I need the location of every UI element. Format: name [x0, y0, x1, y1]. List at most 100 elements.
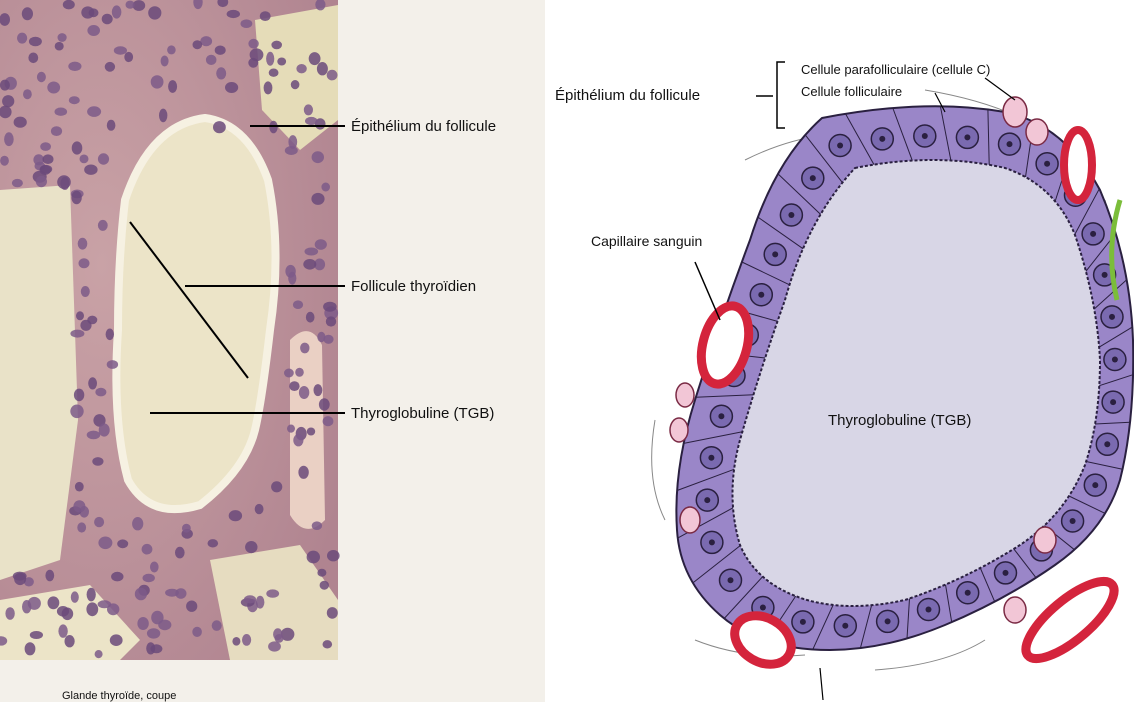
label-schematic-epithelium: Épithélium du follicule	[555, 87, 700, 104]
cell-nucleus	[148, 6, 161, 19]
cell-nucleus	[112, 5, 122, 18]
cell-nucleus	[87, 25, 100, 36]
cell-nucleus	[58, 33, 67, 42]
cell-nucleus	[98, 220, 108, 231]
cell-nucleus	[146, 642, 155, 654]
cell-nucleus	[232, 637, 240, 646]
cell-nucleus	[23, 89, 32, 99]
cell-nucleus	[271, 481, 282, 492]
cell-nucleus	[182, 524, 191, 533]
cell-nucleus	[48, 596, 60, 609]
cell-nucleus	[277, 58, 286, 66]
cell-nucleus	[142, 544, 153, 555]
label-schematic-thyroglobulin: Thyroglobuline (TGB)	[828, 412, 971, 429]
cell-nucleus	[241, 19, 253, 28]
cell-nucleus	[186, 601, 197, 612]
cell-nucleus	[81, 286, 90, 297]
nucleolus	[772, 251, 778, 257]
cell-nucleus	[94, 517, 104, 527]
cell-nucleus	[87, 588, 96, 602]
cell-nucleus	[29, 37, 42, 46]
parafollicular-cell	[1003, 97, 1027, 127]
cell-nucleus	[98, 153, 109, 164]
cell-nucleus	[2, 95, 14, 107]
histology-micrograph: Épithélium du follicule Follicule thyroï…	[0, 0, 545, 702]
cell-nucleus	[295, 368, 304, 377]
nucleolus	[728, 577, 734, 583]
nucleolus	[708, 455, 714, 461]
cell-nucleus	[65, 635, 75, 647]
nucleolus	[800, 619, 806, 625]
parafollicular-cell	[680, 507, 700, 533]
cell-nucleus	[25, 642, 36, 655]
cell-nucleus	[28, 53, 38, 64]
cell-nucleus	[14, 117, 27, 128]
cell-nucleus	[75, 482, 84, 492]
cell-nucleus	[76, 311, 84, 320]
nucleolus	[842, 623, 848, 629]
cell-nucleus	[80, 155, 89, 164]
parafollicular-cell	[1034, 527, 1056, 553]
nucleolus	[1104, 441, 1110, 447]
cell-nucleus	[28, 597, 41, 610]
cell-nucleus	[321, 183, 330, 192]
cell-nucleus	[107, 360, 118, 369]
cell-nucleus	[95, 388, 106, 397]
cell-nucleus	[323, 302, 337, 312]
cell-nucleus	[98, 600, 112, 608]
nucleolus	[1102, 272, 1108, 278]
cell-nucleus	[71, 191, 81, 204]
label-follicular-cell: Cellule folliculaire	[801, 84, 902, 99]
cell-nucleus	[229, 510, 242, 521]
cell-nucleus	[298, 466, 308, 479]
cell-nucleus	[43, 154, 54, 164]
cell-nucleus	[17, 33, 27, 44]
nucleolus	[1092, 482, 1098, 488]
cell-nucleus	[264, 81, 273, 94]
cell-nucleus	[87, 316, 97, 325]
cell-nucleus	[4, 132, 14, 146]
parafollicular-cell	[670, 418, 688, 442]
cell-nucleus	[99, 423, 110, 436]
cell-nucleus	[327, 550, 340, 561]
cell-nucleus	[323, 640, 333, 648]
cell-nucleus	[307, 428, 315, 436]
cell-nucleus	[260, 11, 271, 21]
cell-nucleus	[206, 55, 217, 65]
cell-nucleus	[105, 62, 115, 72]
cell-nucleus	[266, 589, 279, 597]
cell-nucleus	[248, 39, 258, 49]
cell-nucleus	[70, 330, 84, 338]
nucleolus	[758, 292, 764, 298]
nucleolus	[965, 590, 971, 596]
nucleolus	[1044, 161, 1050, 167]
cell-nucleus	[225, 82, 238, 93]
cell-nucleus	[40, 165, 51, 175]
nucleolus	[926, 607, 932, 613]
cell-nucleus	[227, 10, 240, 18]
cell-nucleus	[47, 82, 60, 94]
cell-nucleus	[309, 52, 321, 65]
cell-nucleus	[114, 46, 127, 54]
cell-nucleus	[273, 628, 282, 640]
cell-nucleus	[151, 75, 164, 88]
cell-nucleus	[106, 329, 114, 341]
figure-caption: Glande thyroïde, coupe	[62, 690, 176, 702]
cell-nucleus	[320, 581, 329, 590]
cell-nucleus	[13, 572, 27, 581]
cell-nucleus	[86, 602, 98, 616]
cell-nucleus	[215, 46, 226, 55]
cell-nucleus	[117, 539, 128, 548]
cell-nucleus	[110, 634, 123, 646]
cell-nucleus	[296, 64, 306, 73]
cell-nucleus	[289, 381, 299, 391]
label-epithelium: Épithélium du follicule	[351, 118, 496, 135]
cell-nucleus	[287, 425, 295, 433]
cell-nucleus	[306, 312, 315, 323]
nucleolus	[1070, 518, 1076, 524]
nucleolus	[1090, 231, 1096, 237]
cell-nucleus	[299, 386, 309, 399]
cell-nucleus	[150, 562, 159, 573]
cell-nucleus	[143, 574, 155, 582]
cell-nucleus	[57, 606, 69, 617]
